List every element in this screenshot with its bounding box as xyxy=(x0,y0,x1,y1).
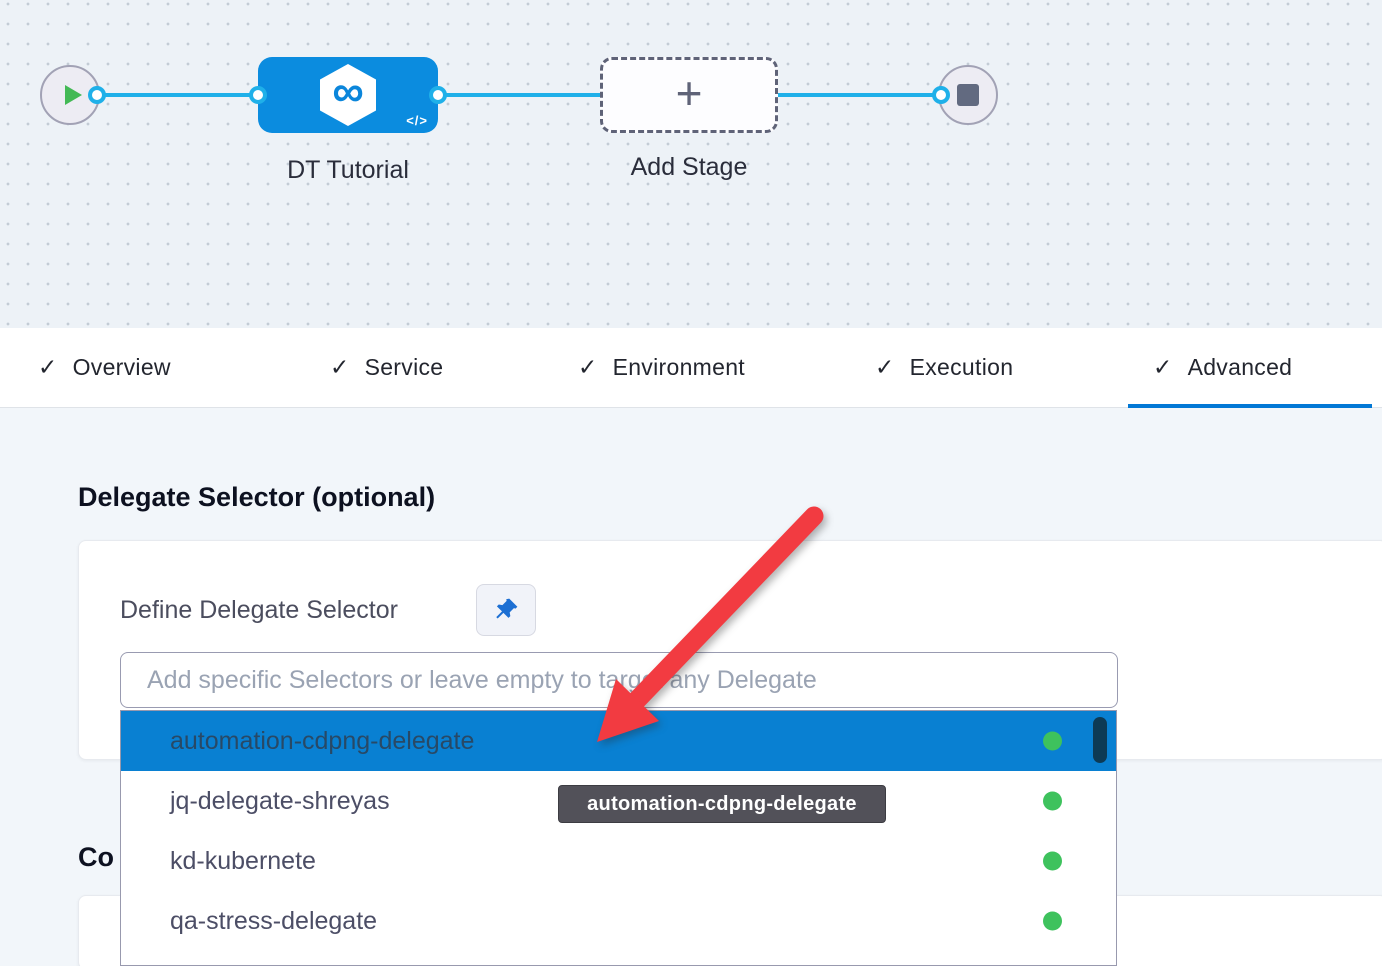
tab-service[interactable]: ✓ Service xyxy=(330,328,443,407)
status-dot-green xyxy=(1043,731,1062,751)
dropdown-item-label: kd-kubernete xyxy=(170,846,316,875)
pin-button[interactable] xyxy=(476,584,536,636)
check-icon: ✓ xyxy=(875,354,895,380)
tab-label: Advanced xyxy=(1187,354,1293,380)
tab-overview[interactable]: ✓ Overview xyxy=(38,328,171,407)
tab-advanced[interactable]: ✓ Advanced xyxy=(1153,328,1292,407)
tab-label: Execution xyxy=(909,354,1014,380)
delegate-selector-heading: Delegate Selector (optional) xyxy=(78,482,436,512)
connector-port-end[interactable] xyxy=(932,86,950,104)
tab-label: Overview xyxy=(72,354,171,380)
code-icon[interactable]: </> xyxy=(406,113,428,128)
plus-icon: + xyxy=(675,66,703,119)
add-stage-button[interactable]: + xyxy=(600,57,778,133)
play-icon xyxy=(64,85,82,105)
connector-port-stage-left[interactable] xyxy=(249,86,267,104)
check-icon: ✓ xyxy=(578,354,598,380)
status-dot-green xyxy=(1043,851,1062,871)
dropdown-item-label: qa-stress-delegate xyxy=(170,906,378,935)
stage-tabbar: ✓ Overview ✓ Service ✓ Environment ✓ Exe… xyxy=(0,328,1382,408)
tab-environment[interactable]: ✓ Environment xyxy=(578,328,745,407)
dropdown-item-label: jq-delegate-shreyas xyxy=(170,786,390,815)
status-dot-green xyxy=(1043,911,1062,931)
check-icon: ✓ xyxy=(38,354,58,380)
delegate-tooltip: automation-cdpng-delegate xyxy=(558,785,886,823)
delegate-selector-input[interactable] xyxy=(120,652,1118,708)
check-icon: ✓ xyxy=(1153,354,1173,380)
connector-port-stage-right[interactable] xyxy=(429,86,447,104)
dropdown-item-qa-stress-delegate[interactable]: qa-stress-delegate xyxy=(121,891,1116,951)
stage-label: DT Tutorial xyxy=(287,156,409,184)
dropdown-item-jq-delegate-shreyas[interactable]: jq-delegate-shreyas xyxy=(121,771,1116,831)
pin-icon xyxy=(496,598,518,619)
delegate-selector-dropdown: automation-cdpng-delegate jq-delegate-sh… xyxy=(120,710,1117,966)
pipeline-edge-line xyxy=(70,93,968,97)
tab-execution[interactable]: ✓ Execution xyxy=(875,328,1013,407)
infinity-glyph: ∞ xyxy=(332,66,364,116)
stage-node-dt-tutorial[interactable]: ∞ </> xyxy=(258,57,438,133)
tab-label: Service xyxy=(364,354,444,380)
tab-label: Environment xyxy=(612,354,745,380)
connector-port-start[interactable] xyxy=(88,86,106,104)
status-dot-green xyxy=(1043,791,1062,811)
define-delegate-selector-label: Define Delegate Selector xyxy=(120,596,398,624)
dropdown-item-label: automation-cdpng-delegate xyxy=(170,726,475,755)
dropdown-item-kd-kubernete[interactable]: kd-kubernete xyxy=(121,831,1116,891)
dropdown-item-automation-cdpng-delegate[interactable]: automation-cdpng-delegate xyxy=(121,711,1116,771)
harness-cd-icon: ∞ xyxy=(320,64,376,126)
pipeline-canvas[interactable]: ∞ </> + DT Tutorial Add Stage xyxy=(0,0,1382,328)
partial-section-heading: Co xyxy=(78,842,114,872)
check-icon: ✓ xyxy=(330,354,350,380)
dropdown-scrollbar-thumb[interactable] xyxy=(1093,717,1107,763)
active-tab-indicator xyxy=(1128,404,1372,408)
stop-icon xyxy=(957,84,979,106)
add-stage-label: Add Stage xyxy=(630,153,748,181)
